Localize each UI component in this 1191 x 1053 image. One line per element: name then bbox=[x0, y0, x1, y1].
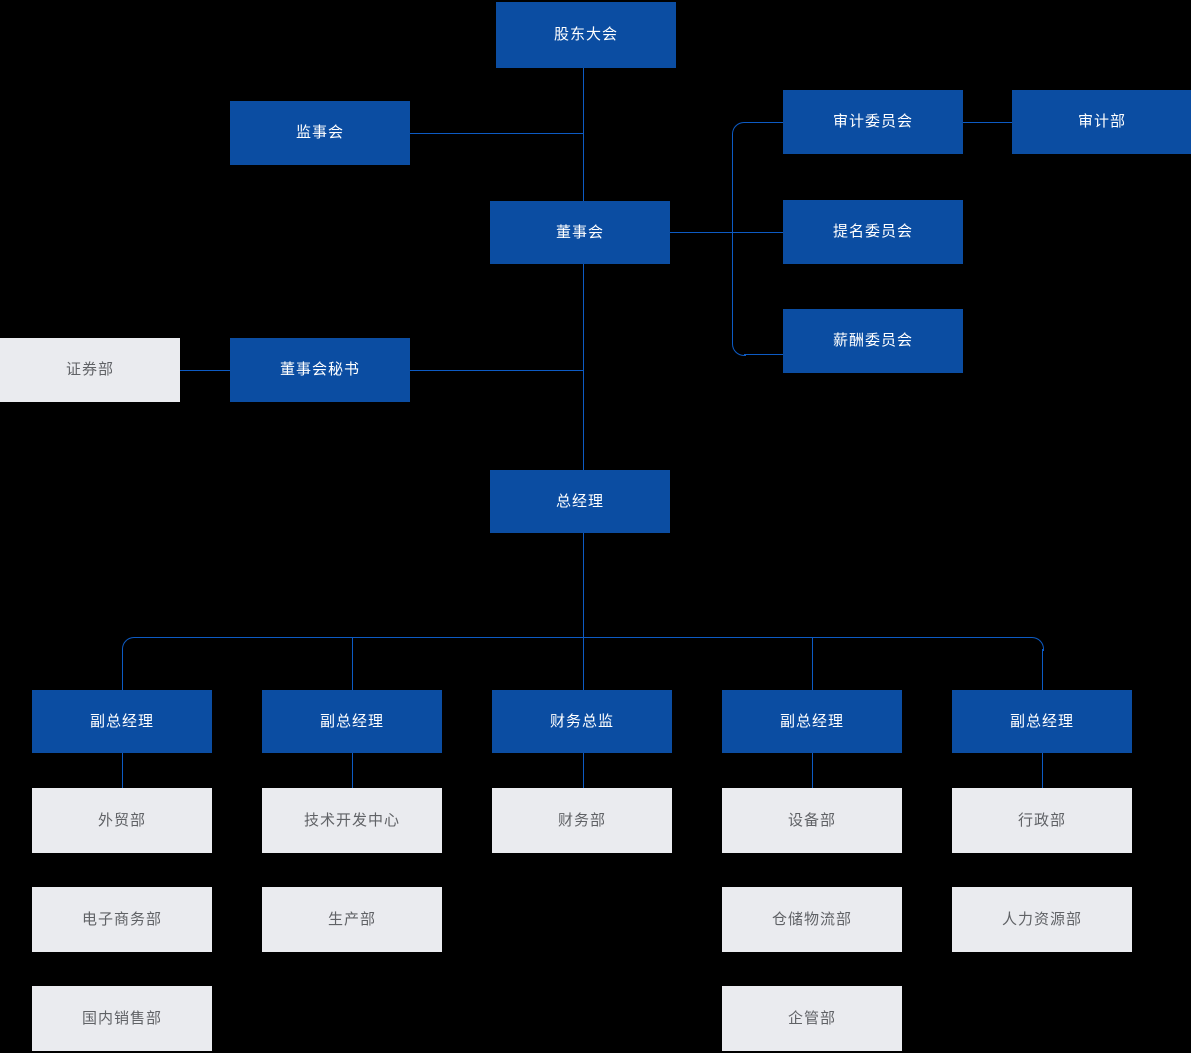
node-column-head-5[interactable]: 副总经理 bbox=[952, 690, 1132, 753]
connector-committee-nomination bbox=[732, 232, 784, 233]
node-department-1-1[interactable]: 外贸部 bbox=[32, 788, 212, 853]
connector-drop-col-1 bbox=[122, 649, 123, 690]
node-audit-committee[interactable]: 审计委员会 bbox=[783, 90, 963, 154]
node-department-3-1[interactable]: 财务部 bbox=[492, 788, 672, 853]
connector-bus-corner-left bbox=[122, 637, 136, 651]
node-board-secretary[interactable]: 董事会秘书 bbox=[230, 338, 410, 402]
node-department-2-1[interactable]: 技术开发中心 bbox=[262, 788, 442, 853]
node-general-manager[interactable]: 总经理 bbox=[490, 470, 670, 533]
node-column-head-4[interactable]: 副总经理 bbox=[722, 690, 902, 753]
node-column-head-1[interactable]: 副总经理 bbox=[32, 690, 212, 753]
node-nomination-committee[interactable]: 提名委员会 bbox=[783, 200, 963, 264]
node-board-of-directors[interactable]: 董事会 bbox=[490, 201, 670, 264]
node-department-4-2[interactable]: 仓储物流部 bbox=[722, 887, 902, 952]
connector-bus-bar bbox=[134, 637, 1030, 638]
connector-drop-col-5 bbox=[1042, 649, 1043, 690]
connector-committee-audit bbox=[744, 122, 784, 123]
node-board-of-supervisors[interactable]: 监事会 bbox=[230, 101, 410, 165]
connector-board-to-committees bbox=[670, 232, 733, 233]
connector-committee-spine bbox=[732, 134, 733, 343]
node-remuneration-committee[interactable]: 薪酬委员会 bbox=[783, 309, 963, 373]
node-department-4-1[interactable]: 设备部 bbox=[722, 788, 902, 853]
node-department-1-2[interactable]: 电子商务部 bbox=[32, 887, 212, 952]
node-column-head-2[interactable]: 副总经理 bbox=[262, 690, 442, 753]
node-column-head-3[interactable]: 财务总监 bbox=[492, 690, 672, 753]
connector-securities bbox=[180, 370, 230, 371]
connector-drop-col-4 bbox=[812, 637, 813, 690]
connector-trunk-bottom bbox=[583, 533, 584, 637]
connector-committee-remuneration bbox=[744, 354, 784, 355]
connector-trunk-top bbox=[583, 68, 584, 201]
connector-board-secretary bbox=[410, 370, 584, 371]
connector-supervisors bbox=[410, 133, 584, 134]
node-department-1-3[interactable]: 国内销售部 bbox=[32, 986, 212, 1051]
node-department-5-1[interactable]: 行政部 bbox=[952, 788, 1132, 853]
connector-drop-col-2 bbox=[352, 637, 353, 690]
connector-head-to-dept-3 bbox=[583, 753, 584, 788]
node-audit-department[interactable]: 审计部 bbox=[1012, 90, 1191, 154]
connector-committee-corner-top bbox=[732, 122, 746, 136]
connector-audit-dept bbox=[962, 122, 1013, 123]
connector-head-to-dept-1 bbox=[122, 753, 123, 788]
connector-drop-col-3 bbox=[583, 637, 584, 690]
node-department-4-3[interactable]: 企管部 bbox=[722, 986, 902, 1051]
connector-head-to-dept-4 bbox=[812, 753, 813, 788]
connector-head-to-dept-2 bbox=[352, 753, 353, 788]
connector-trunk-mid bbox=[583, 264, 584, 470]
node-shareholders-meeting[interactable]: 股东大会 bbox=[496, 2, 676, 68]
node-department-2-2[interactable]: 生产部 bbox=[262, 887, 442, 952]
node-securities-department[interactable]: 证券部 bbox=[0, 338, 180, 402]
connector-head-to-dept-5 bbox=[1042, 753, 1043, 788]
node-department-5-2[interactable]: 人力资源部 bbox=[952, 887, 1132, 952]
